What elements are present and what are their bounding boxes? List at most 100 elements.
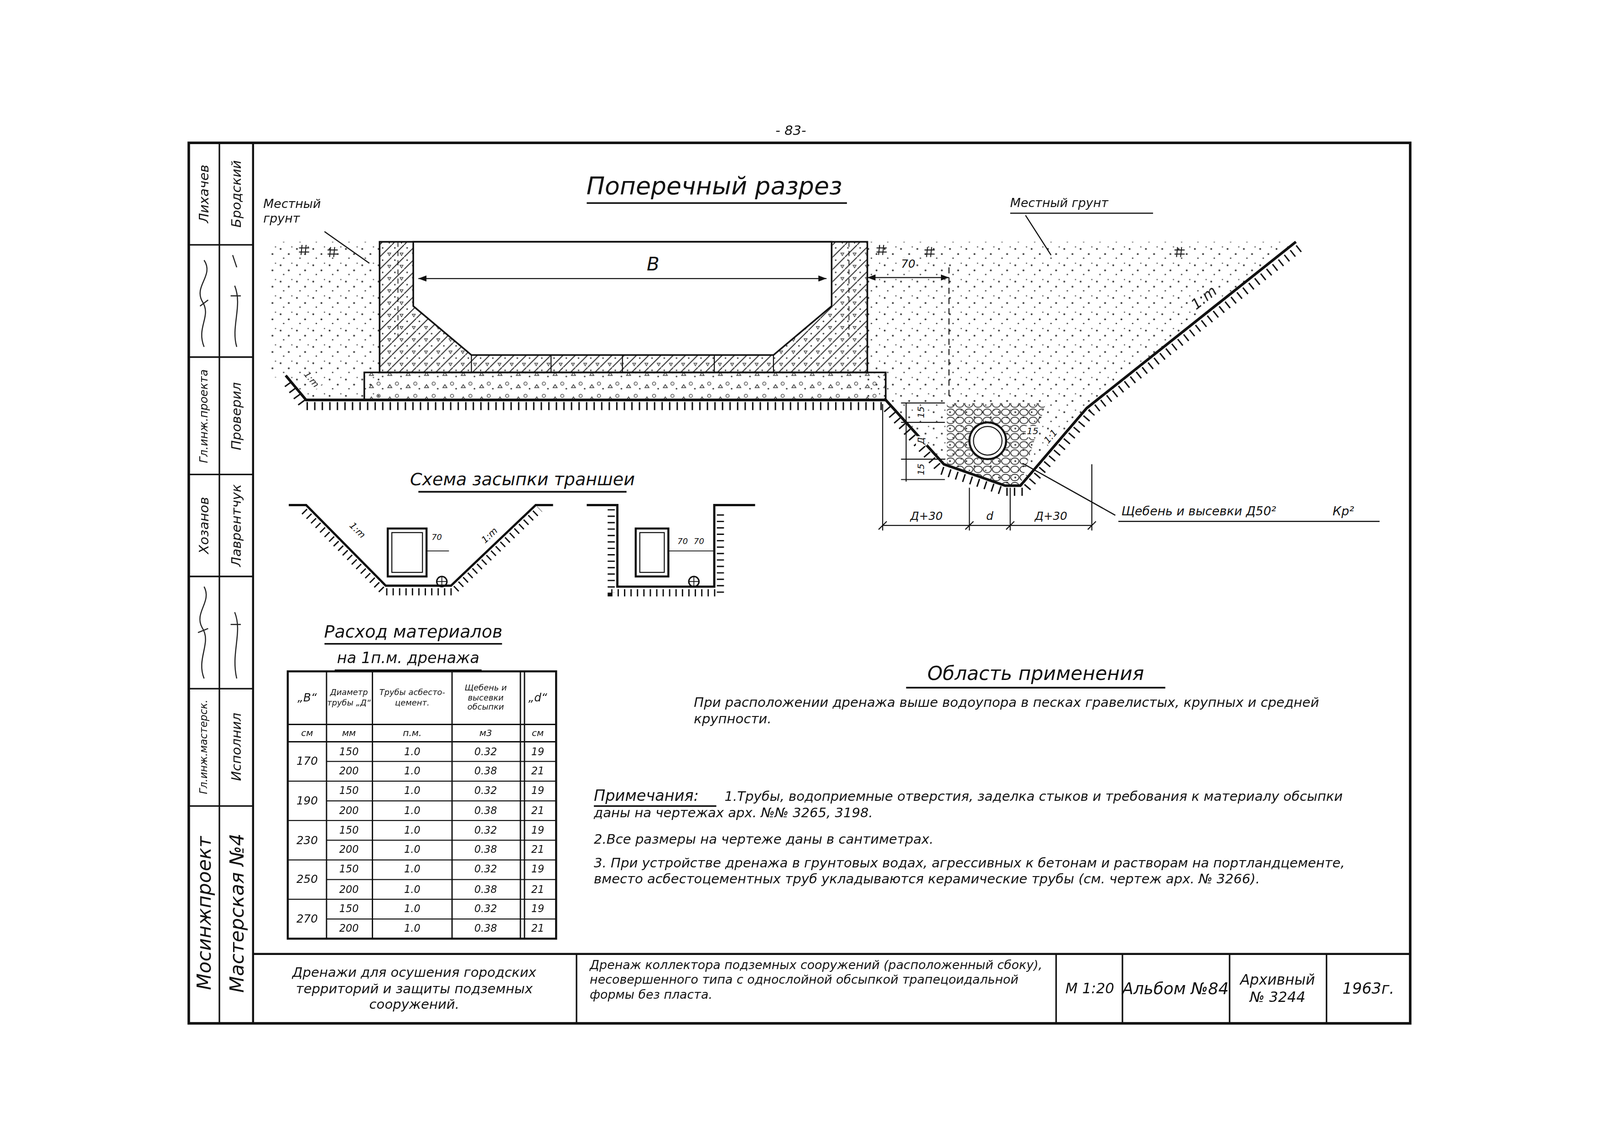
table-cell: 150 [339,824,359,837]
material-label: Щебень и высевки Д50² [1120,503,1278,519]
soil-label: Местный грунт [263,197,340,227]
signature [199,259,208,347]
note-heading: Примечания: [593,786,699,806]
cross-section [969,422,1007,460]
table-cell: 21 [531,883,545,896]
material-label: Кр² [1331,503,1356,519]
stamp-text: Гл.инж.мастерск. [197,699,211,795]
slope-label: 1:m [346,519,369,542]
dimension-line [900,403,945,480]
table-cell: 190 [296,794,318,808]
table-cell: 0.38 [474,844,498,857]
table-cell: 1.0 [404,903,421,916]
table-cell: 250 [296,872,318,887]
table-grid [287,761,556,920]
dimension-line [905,403,907,482]
slope-label: 1:1 [1041,426,1061,447]
backfill-scheme [436,576,447,587]
title-block-text: 1963г. [1342,979,1395,998]
note: 1.Трубы, водоприемные отверстия, заделка… [593,788,1380,821]
table-cell: 1.0 [404,844,421,857]
leader-line [1010,212,1154,214]
title-block-text: Дренажи для осушения городских территори… [261,965,568,1013]
sheet-frame [218,142,220,1024]
table-cell: 1.0 [404,765,421,778]
cross-section [299,244,310,255]
dimension-line [948,267,950,400]
backfill-scheme [387,528,427,577]
cross-section [413,241,832,355]
table-cell: 150 [339,745,359,759]
dimension: 15 [915,462,927,477]
cross-section [973,426,1003,456]
sheet-frame [188,142,1411,1024]
table-cell: 150 [339,903,359,916]
backfill-scheme [639,532,665,573]
backfill-scheme [426,550,449,552]
table-header: Диаметр трубы „Д“ [326,688,372,708]
table-grid [287,671,556,939]
table-cell: 0.38 [474,765,498,778]
table-header: „d“ [528,691,547,706]
cross-section [285,241,1296,486]
table-cell: 200 [339,883,359,896]
backfill-scheme [436,576,447,587]
table-cell: 0.38 [474,922,498,936]
cross-section [398,241,850,337]
dimension: 70 [899,257,917,272]
backfill-scheme [288,504,755,593]
table-cell: 1.0 [404,824,421,837]
stamp-text: Лаврентчук [228,484,245,567]
sheet-frame [576,954,1327,1024]
slope-label: 1:m [1187,281,1222,314]
stamp-text: Исполнил [228,712,245,782]
table-cell: 150 [339,863,359,877]
section-heading: Схема засыпки траншеи [409,469,637,491]
table-cell: 21 [531,922,545,936]
cross-section [1174,246,1185,257]
leader-line [1022,463,1116,516]
dimension: B [645,253,661,276]
dimension: 70 [676,536,689,547]
table-cell: 1.0 [404,804,421,817]
dimension: 15 [1025,425,1040,437]
slope-label: 1:m [478,524,501,547]
table-cell: 0.32 [474,863,498,877]
table-cell: 200 [339,804,359,817]
table-header: Трубы асбесто-цемент. [374,688,451,708]
body-text: При расположении дренажа выше водоупора … [693,695,1357,728]
table-cell: 1.0 [404,922,421,936]
table-cell: 19 [531,903,545,916]
leader-line [1025,215,1051,255]
signature [197,586,208,679]
table-cell: 230 [296,833,318,848]
sheet-frame [188,142,1411,1024]
backfill-scheme [635,528,669,577]
cross-section [327,246,338,257]
signature [230,612,241,679]
table-cell: 0.32 [474,745,498,759]
title-block-text: Дренаж коллектора подземных сооружений (… [589,958,1050,1003]
table-cell: 270 [296,912,318,926]
dimension: 15 [915,405,927,420]
leader-line [1118,520,1380,522]
table-cell: 0.38 [474,883,498,896]
table-cell: 200 [339,922,359,936]
backfill-scheme [688,576,699,587]
dimension-line [418,278,827,280]
backfill-scheme [391,532,423,573]
table-unit: п.м. [402,727,422,739]
table-unit: см [301,727,313,739]
stamp-text: Гл.инж.проекта [197,369,212,464]
cross-section [270,241,1302,492]
table-grid [287,671,556,939]
stamp-text: Бродский [228,160,245,228]
title-block-text: Альбом №84 [1122,978,1229,999]
cross-section [379,241,868,373]
table-unit: м3 [479,727,493,739]
backfill-scheme [688,576,699,587]
stamp-text: Хозанов [196,497,213,555]
table-cell: 0.32 [474,903,498,916]
table-cell: 19 [531,745,545,759]
table-cell: 0.32 [474,784,498,798]
